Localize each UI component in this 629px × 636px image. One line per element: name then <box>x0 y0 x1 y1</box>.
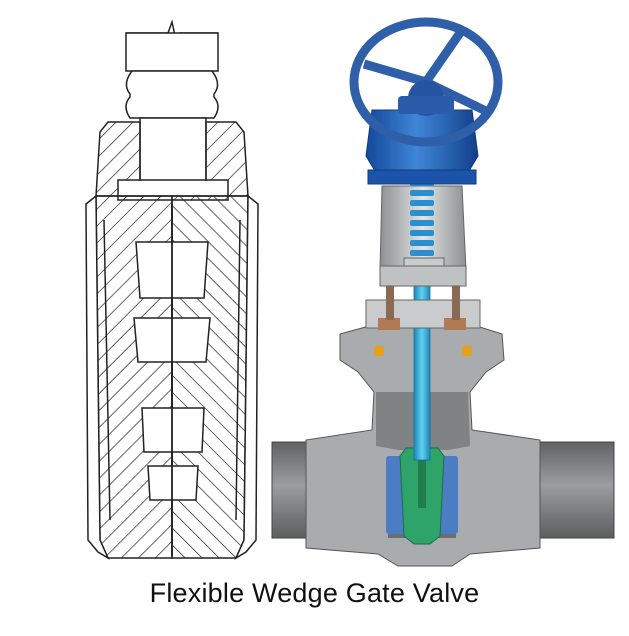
figure-caption: Flexible Wedge Gate Valve <box>149 578 480 608</box>
pocket-3 <box>141 407 205 453</box>
pocket-4 <box>147 465 199 501</box>
left-seat-face <box>85 194 110 560</box>
right-gasket <box>462 346 472 356</box>
wedge-cross-section-drawing <box>85 19 259 560</box>
stem-body <box>125 32 219 72</box>
left-gasket <box>374 346 384 356</box>
gate-valve-cutaway-illustration <box>271 17 615 567</box>
right-seat-face <box>234 194 259 560</box>
stem-collar <box>125 70 219 119</box>
yoke <box>379 185 467 271</box>
t-slot-neck <box>139 117 207 181</box>
